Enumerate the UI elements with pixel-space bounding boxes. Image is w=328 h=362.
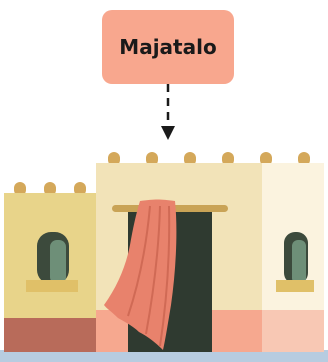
label-text: Majatalo xyxy=(119,35,217,59)
right-section xyxy=(262,163,324,352)
right-window xyxy=(276,232,314,292)
guesthouse-building-icon xyxy=(0,152,328,362)
label-box: Majatalo xyxy=(102,10,234,84)
dashed-arrow-down-icon xyxy=(161,84,175,140)
left-tower xyxy=(4,182,100,352)
left-window xyxy=(26,232,78,292)
doorway xyxy=(104,199,228,352)
ground-strip xyxy=(0,350,328,362)
